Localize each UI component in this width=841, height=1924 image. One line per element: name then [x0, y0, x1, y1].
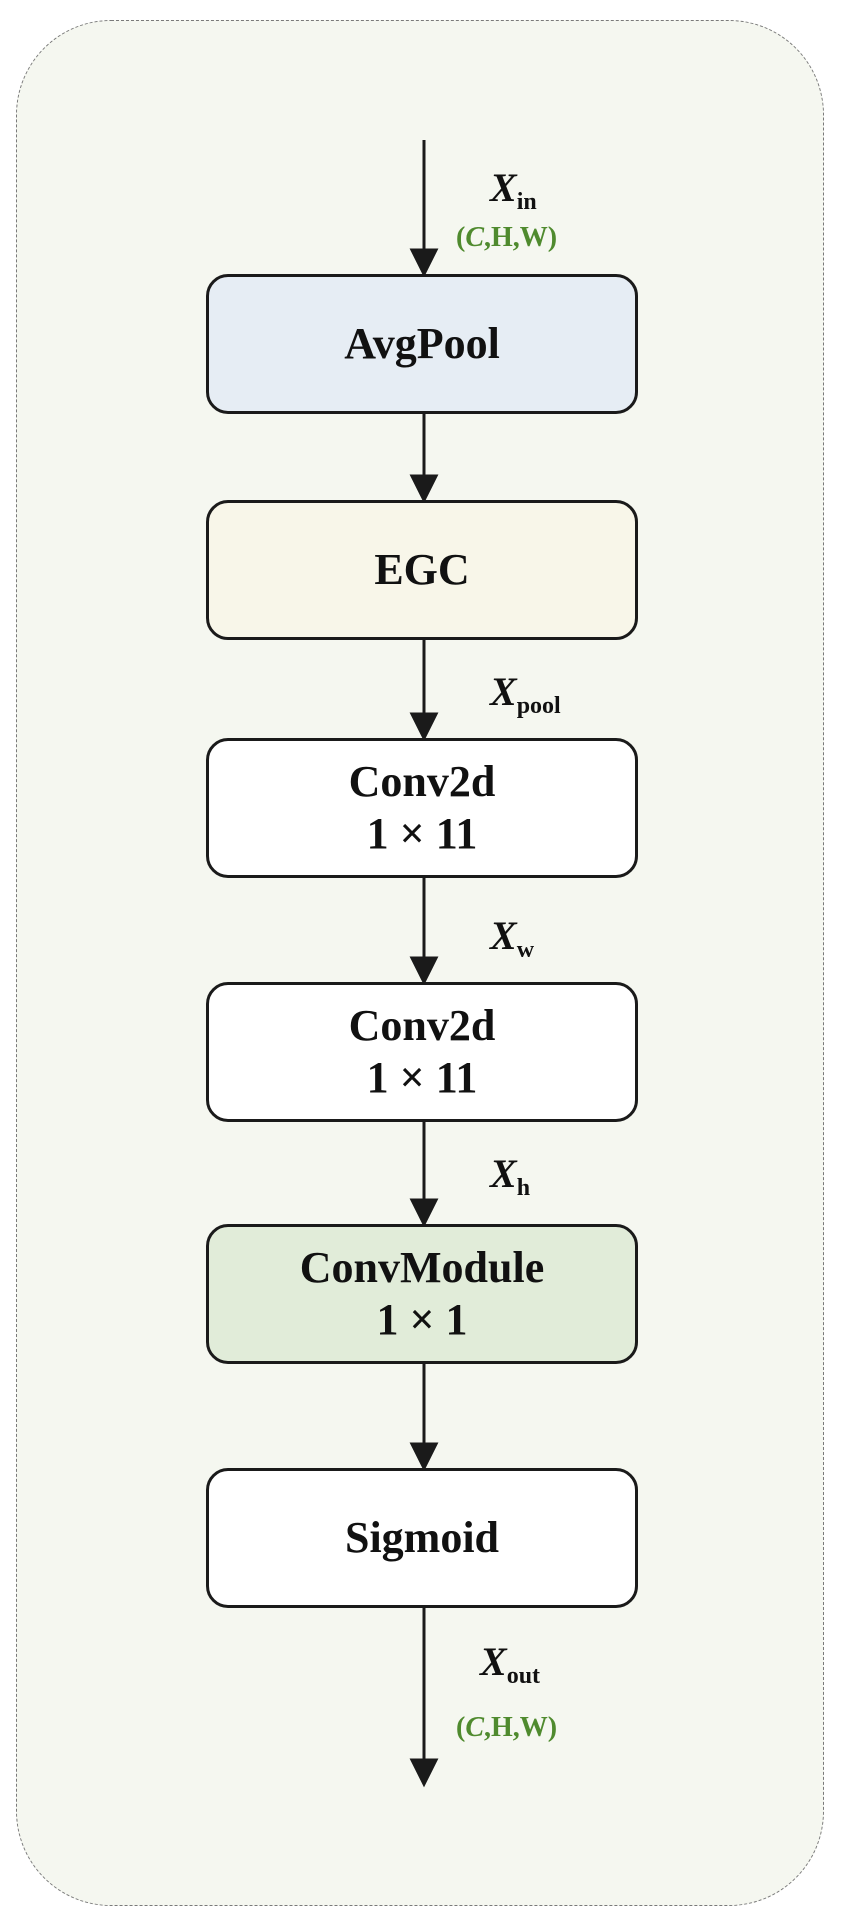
convmodule-block: ConvModule 1 × 1	[206, 1224, 638, 1364]
x-h-label: Xh	[490, 1150, 530, 1202]
x-w-subscript: w	[516, 937, 535, 963]
output-dims-c: C	[465, 1712, 485, 1743]
conv2d-1-label: Conv2d	[348, 756, 496, 806]
output-dims-open: (	[456, 1712, 466, 1743]
conv2d-2-label: Conv2d	[348, 1000, 496, 1050]
x-out-symbol: X	[480, 1639, 507, 1684]
egc-block: EGC	[206, 500, 638, 640]
x-h-subscript: h	[516, 1175, 531, 1201]
x-w-symbol: X	[490, 913, 517, 958]
convmodule-label: ConvModule	[299, 1242, 545, 1292]
avgpool-label: AvgPool	[344, 318, 500, 368]
x-in-label: Xin	[490, 164, 537, 216]
arrowhead-convmodule-sigmoid	[409, 1442, 439, 1472]
x-h-symbol: X	[490, 1151, 517, 1196]
avgpool-block: AvgPool	[206, 274, 638, 414]
input-dims-open: (	[456, 222, 466, 253]
conv2d-block-1: Conv2d 1 × 11	[206, 738, 638, 878]
arrowhead-conv2d-convmodule	[409, 1198, 439, 1228]
arrowhead-output	[409, 1758, 439, 1788]
x-out-label: Xout	[480, 1638, 540, 1690]
x-w-label: Xw	[490, 912, 534, 964]
x-in-symbol: X	[490, 165, 517, 210]
arrowhead-conv2d-conv2d	[409, 956, 439, 986]
arrowhead-avgpool-egc	[409, 474, 439, 504]
x-out-subscript: out	[506, 1663, 541, 1689]
input-dims-c: C	[465, 222, 485, 253]
x-pool-symbol: X	[490, 669, 517, 714]
x-pool-label: Xpool	[490, 668, 561, 720]
x-in-subscript: in	[516, 189, 537, 215]
output-dims-label: (C,H,W)	[456, 1712, 557, 1744]
arrowhead-input	[409, 248, 439, 278]
convmodule-kernel: 1 × 1	[376, 1295, 468, 1344]
conv2d-1-kernel: 1 × 11	[366, 809, 478, 858]
input-dims-rest: ,H,W)	[484, 222, 558, 253]
conv2d-2-kernel: 1 × 11	[366, 1053, 478, 1102]
output-dims-rest: ,H,W)	[484, 1712, 558, 1743]
conv2d-block-2: Conv2d 1 × 11	[206, 982, 638, 1122]
arrowhead-egc-conv2d	[409, 712, 439, 742]
sigmoid-block: Sigmoid	[206, 1468, 638, 1608]
egc-label: EGC	[374, 544, 470, 594]
input-dims-label: (C,H,W)	[456, 222, 557, 254]
sigmoid-label: Sigmoid	[344, 1512, 500, 1562]
x-pool-subscript: pool	[516, 693, 561, 719]
